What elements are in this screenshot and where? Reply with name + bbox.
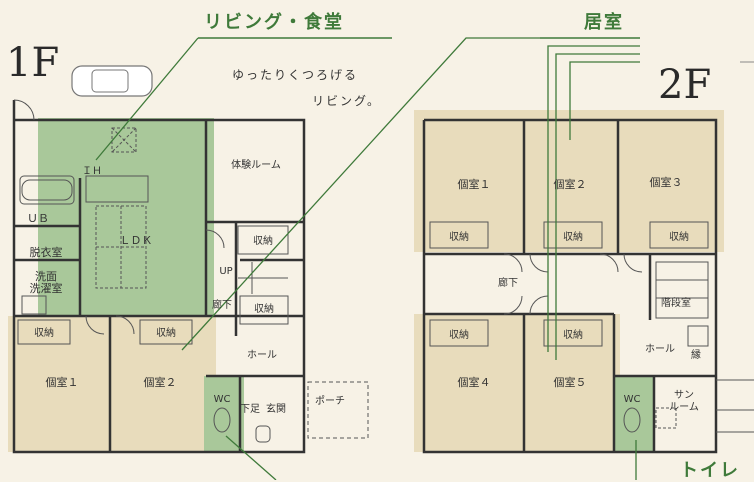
label-bedroom-3-2f: 個室３	[650, 175, 683, 189]
label-ldk: ＬＤＫ	[120, 234, 153, 247]
bedroom-zone-2f-bottom	[414, 314, 620, 452]
label-up: UP	[219, 266, 232, 277]
car-icon	[71, 65, 153, 97]
floor-label-1f: 1F	[6, 40, 60, 86]
walls-2f	[422, 118, 718, 454]
rooms-heading: 居室	[584, 12, 624, 33]
label-hall-2f: ホール	[645, 343, 675, 355]
label-sunroom-line2: ルーム	[669, 401, 699, 413]
label-corridor-2f: 廊下	[498, 276, 518, 289]
bedroom-zone-2f-top	[414, 110, 724, 252]
label-sunroom-line1: サン	[674, 389, 694, 401]
fixtures-2f	[429, 221, 754, 433]
label-stairwell: 階段室	[661, 296, 691, 309]
floor-label-2f: 2F	[658, 62, 712, 108]
leader-lines	[95, 37, 640, 480]
label-storage-1f-b: 収納	[254, 302, 274, 315]
label-storage-2f-4: 収納	[449, 328, 469, 341]
living-caption-line1: ゆったりくつろげる	[232, 68, 359, 82]
label-wc-2f: WC	[624, 394, 641, 405]
living-heading: リビング・食堂	[204, 12, 344, 33]
label-porch: ポーチ	[315, 395, 345, 407]
label-bedroom-1-2f: 個室１	[458, 177, 491, 191]
label-storage-2f-1: 収納	[449, 230, 469, 243]
label-hi: ＩＨ	[82, 166, 102, 177]
label-storage-2f-2: 収納	[563, 230, 583, 243]
label-bedroom-1-1f: 個室１	[46, 375, 79, 389]
living-caption-line2: リビング。	[312, 94, 382, 108]
label-bedroom-2-2f: 個室２	[554, 177, 587, 191]
label-storage-2f-3: 収納	[669, 230, 689, 243]
bedroom-zone-1f	[8, 316, 216, 452]
label-storage-2f-5: 収納	[563, 328, 583, 341]
label-bedroom-4-2f: 個室４	[458, 375, 491, 389]
wc-zone-2f	[614, 376, 654, 452]
label-corridor-1f: 廊下	[212, 298, 232, 311]
label-entrance-storage: 下足	[240, 403, 260, 415]
toilet-heading: トイレ	[680, 460, 740, 481]
walls-1f	[12, 100, 306, 454]
label-wc-1f: WC	[214, 394, 231, 405]
label-storage-1f-c: 収納	[156, 326, 176, 339]
wc-zone-1f	[204, 376, 244, 452]
fixtures-1f	[13, 99, 369, 443]
label-washroom-1: 洗面	[35, 270, 57, 283]
label-storage-1f-d: 収納	[34, 326, 54, 339]
label-storage-1f-a: 収納	[253, 234, 273, 247]
label-dressing: 脱衣室	[30, 245, 63, 259]
label-washroom-2: 洗濯室	[30, 281, 63, 295]
label-experience-room: 体験ルーム	[231, 158, 281, 171]
living-zone-1f	[38, 118, 214, 318]
label-entrance: 玄関	[266, 402, 286, 415]
label-hall-1f: ホール	[247, 349, 277, 361]
label-bedroom-5-2f: 個室５	[554, 375, 587, 389]
label-hall-side: 縁	[691, 348, 701, 361]
label-ub: ＵＢ	[27, 212, 49, 225]
label-bedroom-2-1f: 個室２	[144, 375, 177, 389]
